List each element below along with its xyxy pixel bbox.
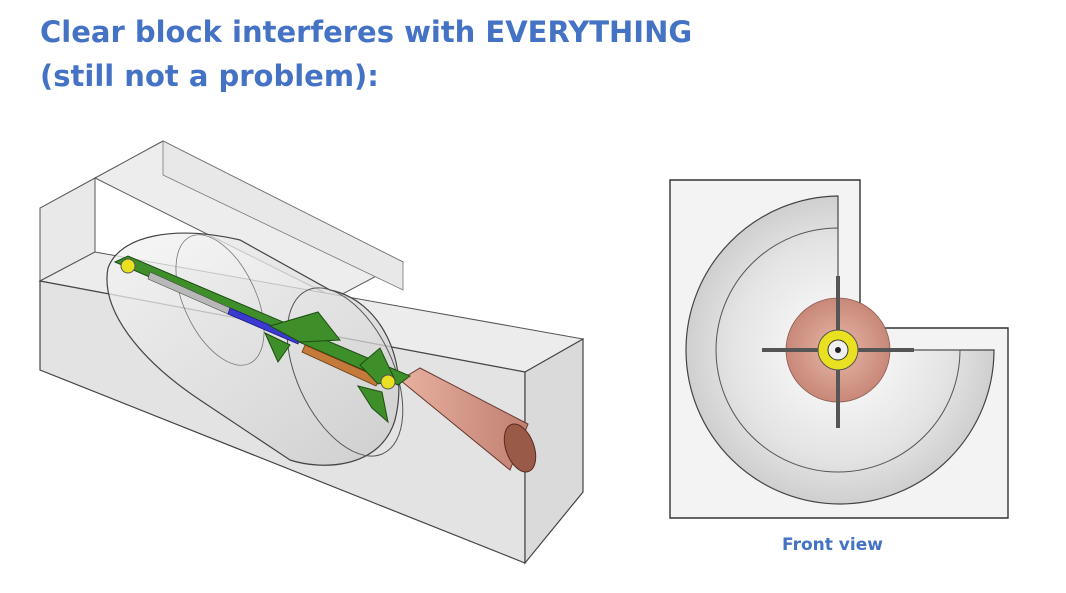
- shell-base-ring: [286, 287, 404, 457]
- forward-fin-top: [268, 311, 341, 343]
- nose-dome: [120, 258, 136, 274]
- rocket-motor: [301, 344, 381, 387]
- aft-ring: [380, 374, 396, 390]
- forward-fin-bottom: [263, 331, 291, 364]
- exhaust-plume: [399, 367, 529, 471]
- shell-mid-ring: [175, 234, 265, 366]
- front-shell-outer: [685, 195, 995, 505]
- front-shell-inner: [715, 227, 961, 473]
- title-line-2: (still not a problem):: [40, 59, 379, 93]
- title-line-1: Clear block interferes with EVERYTHING: [40, 15, 693, 49]
- front-seeker-center: [835, 347, 841, 353]
- block-side-face: [524, 337, 584, 565]
- slide-title: Clear block interferes with EVERYTHING (…: [40, 10, 692, 98]
- block-back-wall: [162, 140, 404, 291]
- tail-fin-bottom: [356, 385, 389, 424]
- missile-section: [113, 255, 537, 473]
- missile-body: [113, 255, 411, 386]
- plume-end-cap: [503, 423, 537, 473]
- front-view-caption: Front view: [782, 535, 883, 555]
